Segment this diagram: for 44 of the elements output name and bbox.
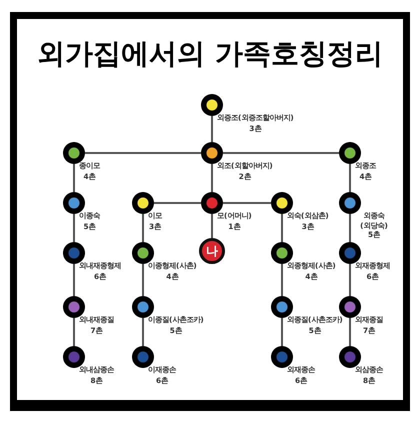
connector-line bbox=[142, 264, 144, 296]
circle-marker bbox=[63, 296, 85, 318]
circle-marker bbox=[132, 296, 154, 318]
circle-marker bbox=[339, 296, 361, 318]
circle-marker bbox=[63, 242, 85, 264]
connector-line bbox=[73, 264, 75, 296]
circle-marker bbox=[339, 242, 361, 264]
connector-line bbox=[281, 318, 283, 346]
circle-marker bbox=[63, 192, 85, 214]
connector-line bbox=[349, 214, 351, 242]
circle-marker bbox=[132, 346, 154, 368]
circle-marker bbox=[201, 142, 223, 164]
connector-line bbox=[154, 202, 201, 204]
connector-line bbox=[73, 164, 75, 192]
connector-line bbox=[211, 214, 213, 238]
connector-line bbox=[211, 164, 213, 192]
connector-line bbox=[223, 152, 339, 154]
circle-marker bbox=[271, 192, 293, 214]
connector-line bbox=[223, 202, 271, 204]
circle-marker bbox=[132, 242, 154, 264]
connector-line bbox=[349, 318, 351, 346]
connector-line bbox=[85, 152, 201, 154]
connector-line bbox=[73, 318, 75, 346]
connector-line bbox=[211, 116, 213, 142]
circle-marker bbox=[271, 296, 293, 318]
circle-marker bbox=[271, 242, 293, 264]
circle-marker bbox=[63, 346, 85, 368]
circle-marker bbox=[339, 346, 361, 368]
connector-line bbox=[349, 264, 351, 296]
circle-marker bbox=[339, 192, 361, 214]
circle-marker bbox=[201, 94, 223, 116]
circle-marker bbox=[271, 346, 293, 368]
circle-badge: 나 bbox=[199, 238, 225, 264]
circle-marker bbox=[201, 192, 223, 214]
connector-line bbox=[281, 264, 283, 296]
connector-line bbox=[349, 164, 351, 192]
circle-marker bbox=[339, 142, 361, 164]
circle-marker bbox=[63, 142, 85, 164]
connector-line bbox=[142, 318, 144, 346]
connector-line bbox=[73, 214, 75, 242]
title: 외가집에서의 가족호칭정리 bbox=[36, 36, 384, 72]
circle-marker bbox=[132, 192, 154, 214]
connector-line bbox=[142, 214, 144, 242]
connector-line bbox=[281, 214, 283, 242]
